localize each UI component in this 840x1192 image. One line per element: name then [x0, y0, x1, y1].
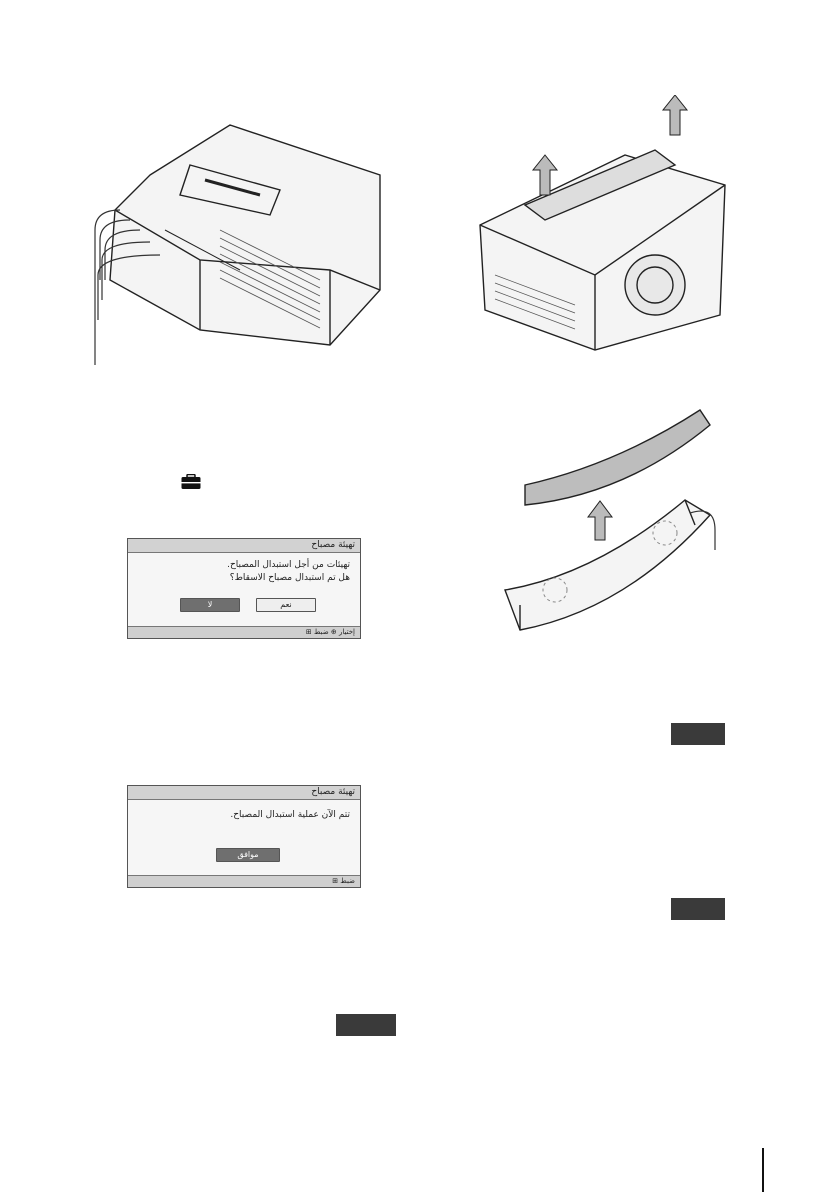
filter-cover-illustration: [475, 95, 730, 355]
label-box: [671, 723, 725, 745]
dialog-message-line1: تهيئات من أجل استبدال المصباح.: [227, 559, 350, 571]
label-box: [671, 898, 725, 920]
dialog-message-line2: هل تم استبدال مصباح الاسقاط؟: [230, 572, 350, 584]
dialog-footer: إختيار ⊕ ضبط ⊞: [128, 626, 360, 638]
yes-button[interactable]: نعم: [256, 598, 316, 612]
ok-button[interactable]: موافق: [216, 848, 280, 862]
dialog-title: تهيئة مصباح: [128, 786, 360, 800]
label-box: [336, 1014, 396, 1036]
no-button[interactable]: لا: [180, 598, 240, 612]
toolbox-icon: [181, 474, 201, 490]
projector-front-illustration: [80, 120, 390, 370]
dialog-message-line1: تتم الآن عملية استبدال المصباح.: [230, 809, 350, 821]
page-edge-rule: [762, 1148, 764, 1192]
lamp-setting-confirm-dialog: تهيئة مصباح تهيئات من أجل استبدال المصبا…: [127, 538, 361, 639]
dialog-title: تهيئة مصباح: [128, 539, 360, 553]
lamp-setting-done-dialog: تهيئة مصباح تتم الآن عملية استبدال المصب…: [127, 785, 361, 888]
filter-tray-illustration: [495, 405, 735, 640]
dialog-footer: ضبط ⊞: [128, 875, 360, 887]
